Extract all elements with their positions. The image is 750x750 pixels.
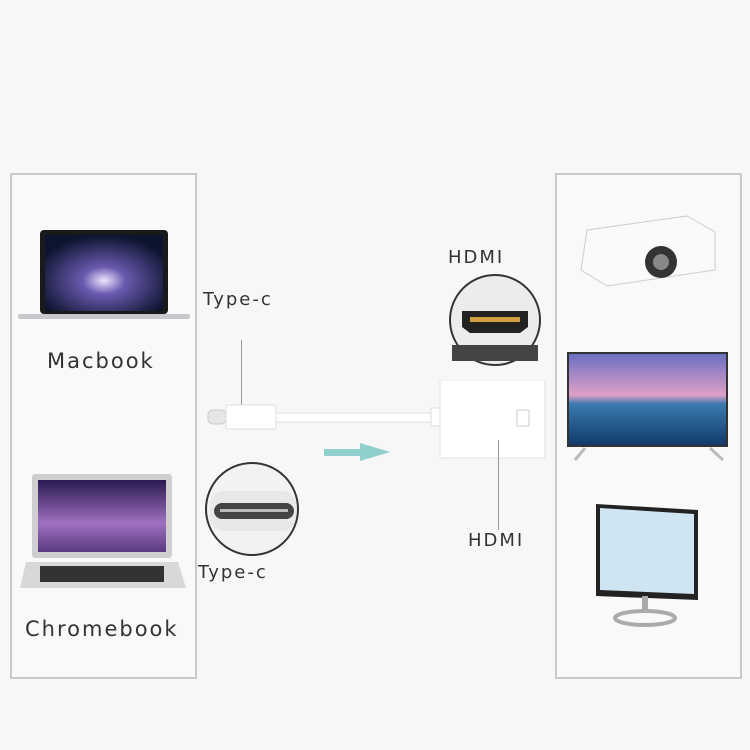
usb-c-to-hdmi-adapter [207,380,546,459]
projector-image [580,215,716,287]
tv-image [567,352,728,462]
typec-leader-line [241,340,242,420]
monitor-image [596,504,698,627]
typec-top-label: Type-c [203,289,273,310]
typec-bottom-label: Type-c [198,562,268,583]
chromebook-label: Chromebook [25,617,179,641]
hdmi-port-closeup [449,274,541,366]
hdmi-leader-line [498,440,499,530]
arrow-icon [324,443,390,461]
hdmi-top-label: HDMI [448,247,505,268]
hdmi-bottom-label: HDMI [468,530,525,551]
chromebook-image [20,474,186,588]
macbook-image [18,230,190,319]
macbook-label: Macbook [47,349,155,373]
typec-port-closeup [205,462,299,556]
